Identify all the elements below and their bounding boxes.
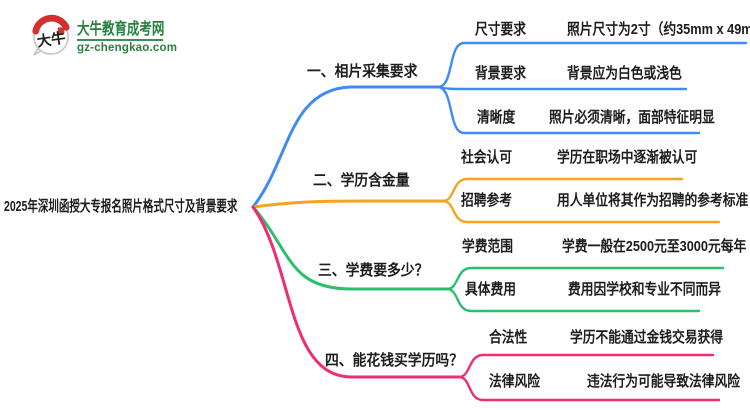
logo-icon-text: 大牛 (36, 29, 67, 51)
root-topic: 2025年深圳函授大专报名照片格式尺寸及背景要求 (4, 198, 238, 215)
branch-4-child-2-value: 违法行为可能导致法律风险 (587, 373, 741, 390)
branch-3-child-1-value: 学费一般在2500元至3000元每年 (562, 238, 747, 255)
branch-4-child-2-key: 法律风险 (489, 373, 541, 390)
branch-1-child-3-key: 清晰度 (477, 109, 516, 126)
logo-text-block: 大牛教育成考网 gz-chengkao.com (77, 12, 189, 55)
branch-2-child-1-key: 社会认可 (461, 149, 513, 166)
branch-2-label: 二、学历含金量 (313, 172, 410, 189)
logo-seal-icon (57, 27, 65, 35)
branch-2-child-2-value: 用人单位将其作为招聘的参考标准 (557, 192, 749, 209)
branch-4-label: 四、能花钱买学历吗？ (325, 352, 464, 369)
branch-3-child-2-value: 费用因学校和专业不同而异 (568, 281, 722, 298)
branch-1-label: 一、相片采集要求 (307, 63, 418, 80)
branch-1-child-3-value: 照片必须清晰，面部特征明显 (549, 109, 715, 126)
site-logo: 大牛 大牛教育成考网 gz-chengkao.com (30, 12, 189, 58)
branch-1-child-1-value: 照片尺寸为2寸（约35mm x 49mm） (567, 21, 750, 38)
branch-1-child-2-value: 背景应为白色或浅色 (567, 65, 682, 82)
branch-2-child-2-key: 招聘参考 (461, 192, 513, 209)
logo-icon: 大牛 (32, 14, 70, 56)
branch-1-child-2-key: 背景要求 (475, 65, 527, 82)
branch-3-child-2-key: 具体费用 (465, 281, 517, 298)
branch-4-child-1-key: 合法性 (489, 329, 528, 346)
site-domain: gz-chengkao.com (77, 42, 178, 54)
branch-3-label: 三、学费要多少？ (318, 262, 429, 279)
branch-4-connector-lines (251, 205, 721, 402)
site-name: 大牛教育成考网 (77, 21, 165, 38)
logo-red-hat-icon (32, 14, 70, 35)
branch-3-child-1-key: 学费范围 (462, 238, 514, 255)
branch-2-child-1-value: 学历在职场中逐渐被认可 (557, 149, 698, 166)
branch-4-child-1-value: 学历不能通过金钱交易获得 (570, 329, 724, 346)
branch-1-child-1-key: 尺寸要求 (475, 21, 527, 38)
logo-divider (77, 39, 163, 41)
